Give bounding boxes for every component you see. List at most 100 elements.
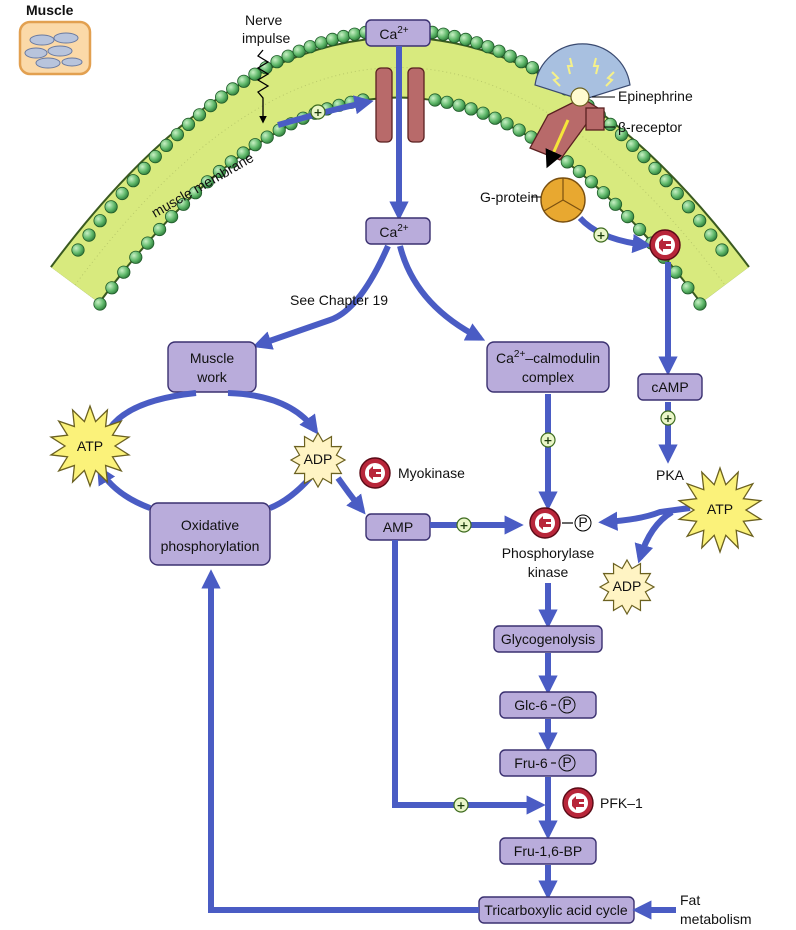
epinephrine-receptor [529, 43, 631, 169]
nerve-impulse-label-2: impulse [242, 30, 290, 46]
atp-right-burst: ATP [677, 466, 763, 554]
membrane-bead [104, 200, 118, 214]
arrow-ca-to-muscle-work [252, 244, 391, 350]
plus-sign: + [660, 410, 676, 426]
membrane-bead [488, 111, 502, 125]
membrane-bead [292, 44, 306, 58]
svg-text:ADP: ADP [613, 578, 642, 594]
membrane-bead [137, 161, 151, 175]
membrane-bead [200, 175, 214, 189]
svg-text:work: work [196, 369, 228, 385]
membrane-bead [314, 36, 328, 50]
pfk1-enzyme-icon [562, 787, 594, 819]
membrane-bead [648, 161, 662, 175]
membrane-bead [693, 297, 707, 311]
adenylate-cyclase-enzyme-icon [649, 229, 681, 261]
nerve-impulse-label-1: Nerve [245, 12, 283, 28]
membrane-bead [347, 27, 362, 41]
membrane-bead [659, 174, 673, 188]
svg-text:Oxidative: Oxidative [181, 517, 240, 533]
see-chapter-label: See Chapter 19 [290, 292, 388, 308]
membrane-bead [148, 150, 162, 164]
membrane-bead [626, 138, 640, 152]
membrane-bead [500, 117, 514, 131]
plus-sign: + [453, 797, 469, 813]
arrow-nerve-to-channel [277, 95, 374, 128]
myokinase-enzyme-icon [359, 457, 391, 489]
arrow-ca-to-calmodulin [397, 245, 486, 341]
membrane-bead [93, 297, 107, 311]
membrane-bead [447, 29, 462, 44]
membrane-bead [693, 214, 707, 228]
membrane-bead [440, 95, 454, 109]
membrane-bead [303, 40, 317, 54]
membrane-bead [584, 175, 599, 189]
plus-sign: + [310, 104, 326, 120]
membrane-bead [512, 123, 526, 137]
membrane-bead [525, 61, 540, 75]
svg-text:Ca2+: Ca2+ [379, 25, 408, 42]
svg-text:Muscle: Muscle [190, 350, 235, 366]
atp-left-burst: ATP [49, 404, 131, 488]
membrane-bead [126, 174, 140, 188]
membrane-bead [481, 40, 495, 54]
nerve-impulse-arrow [256, 49, 270, 124]
fat-metabolism-label-2: metabolism [680, 911, 752, 927]
membrane-bead [560, 155, 574, 169]
svg-text:cAMP: cAMP [651, 379, 688, 395]
oxidative-phosphorylation-node: Oxidative phosphorylation [149, 502, 271, 566]
membrane-bead [181, 117, 196, 132]
camp-node: cAMP [637, 373, 703, 401]
plus-sign: + [540, 432, 556, 448]
svg-text:Ca2+: Ca2+ [379, 223, 408, 240]
myokinase-label: Myokinase [398, 465, 465, 481]
arrow-adp-to-amp [335, 476, 366, 515]
arrow-work-to-adp [227, 390, 319, 435]
membrane-bead [224, 155, 238, 169]
plus-sign: + [593, 227, 609, 243]
arrow-work-to-atp [107, 390, 197, 430]
membrane-bead [637, 150, 651, 164]
membrane-bead [492, 44, 506, 58]
membrane-bead [470, 36, 484, 50]
membrane-bead [170, 128, 184, 142]
membrane-bead [476, 106, 490, 120]
svg-text:+: + [543, 434, 552, 447]
svg-text:+: + [459, 519, 468, 532]
membrane-bead [632, 222, 647, 237]
glc6p-node: Glc-6 P [499, 691, 597, 719]
svg-text:AMP: AMP [383, 519, 413, 535]
membrane-bead [596, 186, 611, 200]
svg-text:P: P [562, 754, 571, 770]
arrow-oxphos-to-atp [97, 465, 152, 511]
pka-label: PKA [656, 467, 685, 483]
membrane-bead [141, 236, 155, 250]
svg-text:Fru-1,6-BP: Fru-1,6-BP [514, 843, 582, 859]
membrane-bead [129, 250, 143, 264]
membrane-bead [248, 67, 262, 81]
epinephrine-label: Epinephrine [618, 88, 693, 104]
membrane-bead [669, 265, 683, 279]
svg-text:ATP: ATP [77, 438, 103, 454]
membrane-bead [452, 98, 466, 112]
membrane-bead [153, 222, 167, 237]
glycogenolysis-node: Glycogenolysis [493, 625, 603, 653]
svg-text:Tricarboxylic acid cycle: Tricarboxylic acid cycle [484, 902, 628, 918]
membrane-bead [226, 82, 240, 96]
ca-top-node: Ca2+ [365, 19, 431, 47]
svg-text:Glc-6: Glc-6 [514, 697, 548, 713]
fat-metabolism-label-1: Fat [680, 892, 700, 908]
svg-text:+: + [313, 106, 322, 119]
phosphorylase-kinase-label-1: Phosphorylase [502, 545, 595, 561]
membrane-bead [188, 186, 203, 200]
membrane-bead [614, 128, 629, 142]
phosphorylase-kinase-label-2: kinase [528, 564, 569, 580]
membrane-bead [204, 99, 218, 113]
membrane-bead [270, 55, 284, 69]
ca-mid-node: Ca2+ [365, 217, 431, 245]
membrane-bead [325, 32, 339, 47]
membrane-bead [71, 243, 85, 257]
svg-text:+: + [456, 799, 465, 812]
membrane-bead [715, 243, 729, 257]
beta-receptor-label: β-receptor [618, 119, 682, 135]
